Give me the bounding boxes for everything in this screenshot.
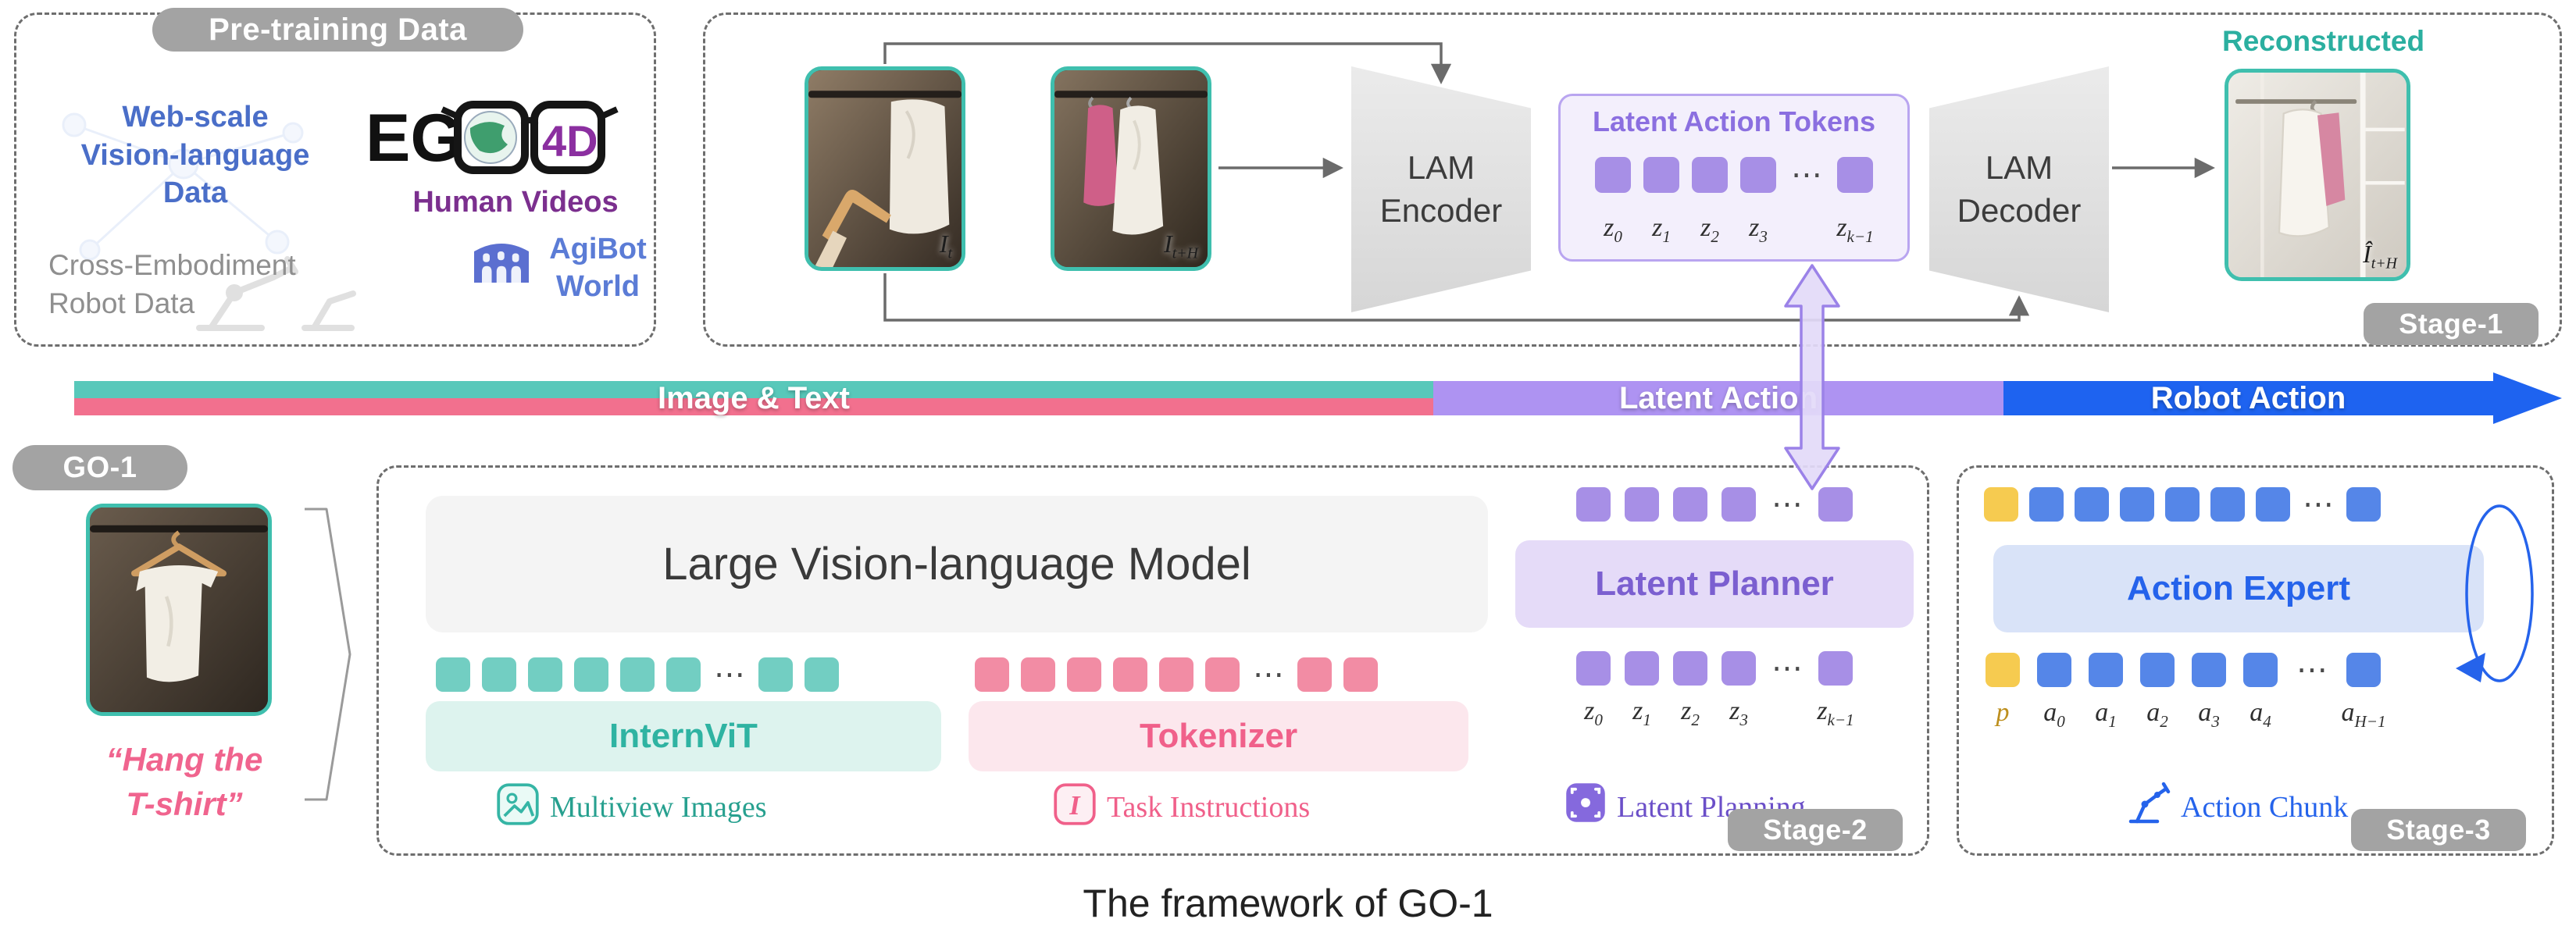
stage1-badge: Stage-1 — [2364, 303, 2539, 345]
flow-bar-arrowhead — [2493, 372, 2562, 424]
input-brace — [305, 508, 351, 801]
flow-bar-image-text-label: Image & Text — [658, 380, 850, 415]
colosseum-icon — [474, 244, 529, 283]
task-instructions-label: Task Instructions — [1107, 791, 1311, 824]
internvit-box: InternViT — [426, 701, 941, 771]
latent-action-token-row: ⋯ — [1595, 157, 1873, 193]
flow-bar-robot-action: Robot Action — [2003, 381, 2493, 415]
input-image-t-plus-h: It+H — [1051, 66, 1211, 271]
flow-bar-latent-action-label: Latent Action — [1618, 380, 1818, 415]
stage2-badge: Stage-2 — [1728, 809, 1903, 851]
glasses-bridge — [520, 117, 539, 127]
agibot-world-label: AgiBot World — [549, 233, 647, 303]
flow-bar-pink-stripe — [74, 398, 1433, 415]
latent-action-tokens-title: Latent Action Tokens — [1592, 105, 1876, 137]
action-top-token-row: ⋯ — [1984, 487, 2381, 522]
multiview-images-icon — [497, 783, 539, 825]
glasses-left-lens — [454, 101, 529, 174]
go1-input-image — [86, 504, 272, 716]
vlm-title: Large Vision-language Model — [662, 539, 1251, 589]
vlm-box: Large Vision-language Model — [426, 496, 1488, 632]
svg-text:I: I — [1069, 791, 1081, 821]
internvit-label: InternViT — [609, 717, 758, 755]
flow-bar-teal-stripe — [74, 381, 1433, 398]
vision-token-row: ⋯ — [436, 657, 839, 692]
photo-tshirt-hanger — [90, 508, 268, 712]
network-watermark — [62, 112, 304, 261]
action-bottom-token-row: ⋯ — [1986, 653, 2381, 687]
input-image-t: It — [805, 66, 965, 271]
cross-embodiment-label: Cross-Embodiment Robot Data — [48, 249, 296, 319]
photo-closet-dress — [1054, 70, 1208, 267]
image-t-plus-h-label: It+H — [1164, 229, 1198, 262]
robot-arm-watermark — [196, 256, 356, 331]
task-instruction-text: “Hang the T-shirt” — [105, 741, 263, 822]
lam-decoder: LAM Decoder — [1929, 66, 2109, 312]
reconstructed-image: Ît+H — [2225, 69, 2410, 281]
planner-top-token-row: ⋯ — [1576, 487, 1853, 522]
multiview-images-label: Multiview Images — [550, 791, 767, 824]
ego4d-logo: EG 4D — [366, 101, 619, 176]
reconstructed-image-label: Ît+H — [2363, 239, 2397, 272]
glasses-temples — [441, 106, 619, 120]
ego4d-4d-text: 4D — [542, 116, 598, 166]
action-chunk-icon — [2128, 782, 2171, 824]
stage1-panel — [703, 12, 2562, 347]
human-videos-label: Human Videos — [412, 186, 619, 219]
image-t-label: It — [939, 229, 952, 262]
lam-encoder: LAM Encoder — [1351, 66, 1531, 312]
action-chunk-label: Action Chunk — [2181, 791, 2349, 824]
latent-planner-label: Latent Planner — [1595, 565, 1834, 603]
stage3-badge: Stage-3 — [2351, 809, 2526, 851]
flow-bar-latent-action: Latent Action — [1433, 381, 2003, 415]
glasses-right-lens — [530, 101, 605, 174]
pretraining-title: Pre-training Data — [152, 8, 523, 52]
tokenizer-label: Tokenizer — [1139, 717, 1298, 755]
tokenizer-box: Tokenizer — [969, 701, 1468, 771]
stage2-panel — [376, 465, 1929, 856]
action-expert-label: Action Expert — [2126, 569, 2351, 607]
text-token-row: ⋯ — [975, 657, 1378, 692]
figure-caption: The framework of GO-1 — [1083, 882, 1493, 925]
go1-badge: GO-1 — [12, 445, 187, 490]
action-expert-box: Action Expert — [1993, 545, 2484, 632]
flow-bar-robot-action-label: Robot Action — [2150, 380, 2346, 415]
reconstructed-label: Reconstructed — [2222, 25, 2425, 57]
latent-planner-box: Latent Planner — [1515, 540, 1914, 628]
flow-bar-image-text: Image & Text — [74, 381, 1433, 415]
stage3-panel — [1957, 465, 2554, 856]
web-scale-data-label: Web-scale Vision-language Data — [80, 101, 310, 210]
task-instructions-icon: I — [1054, 783, 1096, 825]
planner-bottom-token-row: ⋯ — [1576, 651, 1853, 686]
photo-closet-hanger — [808, 70, 962, 267]
latent-planning-icon — [1566, 783, 1605, 822]
photo-wardrobe-recon — [2228, 73, 2407, 277]
